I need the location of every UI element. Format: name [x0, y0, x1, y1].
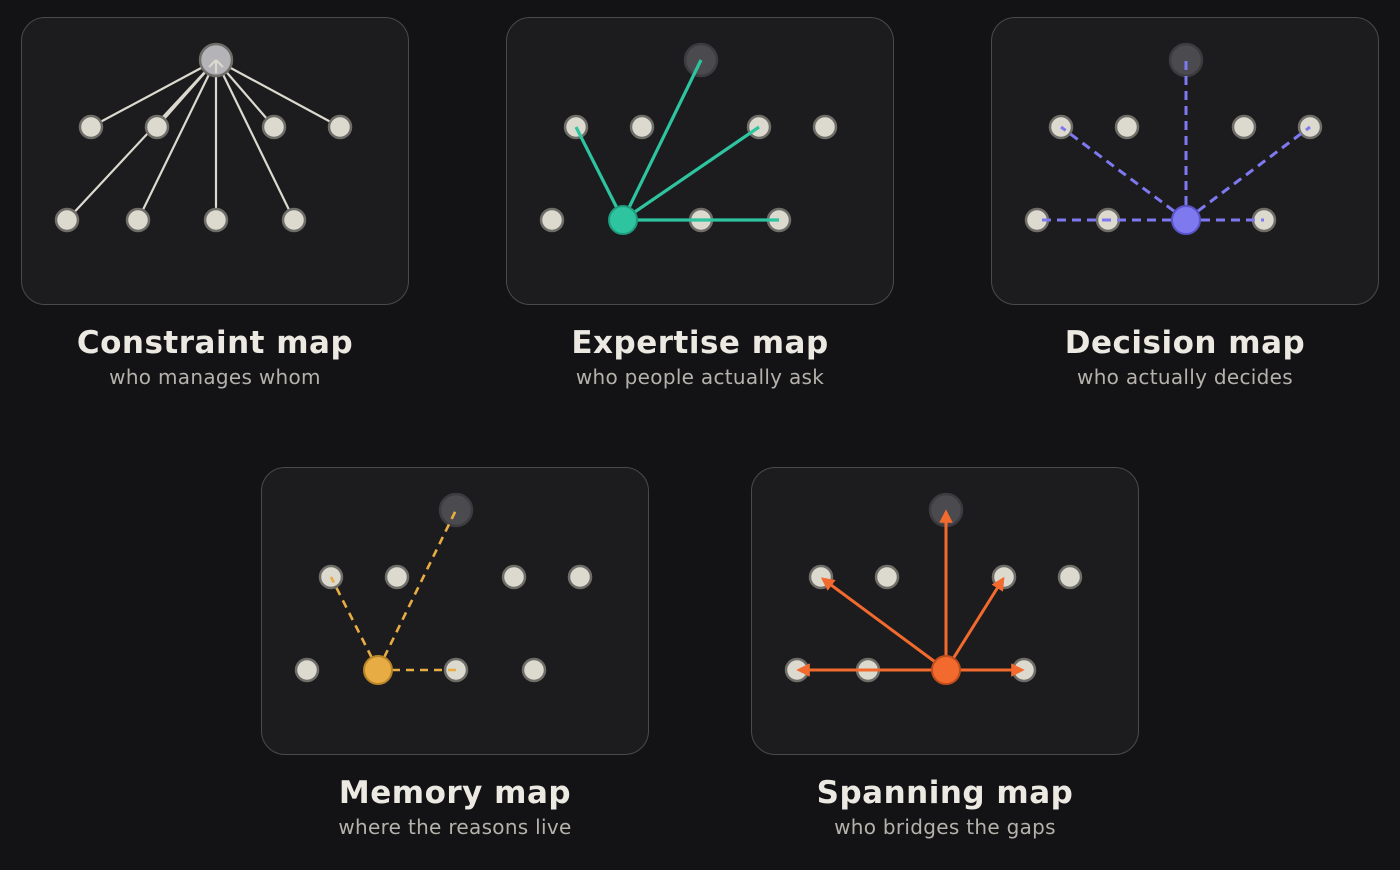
- expertise-hub-node: [608, 205, 638, 235]
- map-subtitle: who actually decides: [1077, 365, 1293, 389]
- constraint-network-diagram: [54, 42, 353, 233]
- decision-network-diagram: [1024, 42, 1323, 235]
- map-title: Memory map: [338, 775, 572, 811]
- map-subtitle: who people actually ask: [575, 365, 825, 389]
- memory-network-diagram: [294, 492, 593, 685]
- nodes: [539, 42, 838, 233]
- nodes: [784, 492, 1083, 683]
- expertise-network-diagram: [539, 42, 838, 235]
- nodes: [294, 492, 593, 683]
- expertise-map-panel: [506, 17, 894, 305]
- decision-map-card: Decision map who actually decides: [991, 17, 1379, 389]
- constraint-map-card: Constraint map who manages whom: [21, 17, 409, 389]
- spanning-map-panel: [751, 467, 1139, 755]
- map-subtitle: who bridges the gaps: [834, 815, 1056, 839]
- decision-map-panel: [991, 17, 1379, 305]
- spanning-map-card: Spanning map who bridges the gaps: [751, 467, 1139, 839]
- map-title: Decision map: [1064, 325, 1306, 361]
- spanning-hub-node: [931, 655, 961, 685]
- expertise-map-card: Expertise map who people actually ask: [506, 17, 894, 389]
- spanning-network-diagram: [784, 492, 1083, 685]
- map-title: Expertise map: [571, 325, 829, 361]
- memory-map-card: Memory map where the reasons live: [261, 467, 649, 839]
- constraint-map-panel: [21, 17, 409, 305]
- map-subtitle: who manages whom: [109, 365, 321, 389]
- decision-hub-node: [1171, 205, 1201, 235]
- nodes: [1024, 42, 1323, 233]
- memory-hub-node: [363, 655, 393, 685]
- map-subtitle: where the reasons live: [338, 815, 572, 839]
- memory-map-panel: [261, 467, 649, 755]
- map-title: Constraint map: [76, 325, 354, 361]
- map-title: Spanning map: [816, 775, 1074, 811]
